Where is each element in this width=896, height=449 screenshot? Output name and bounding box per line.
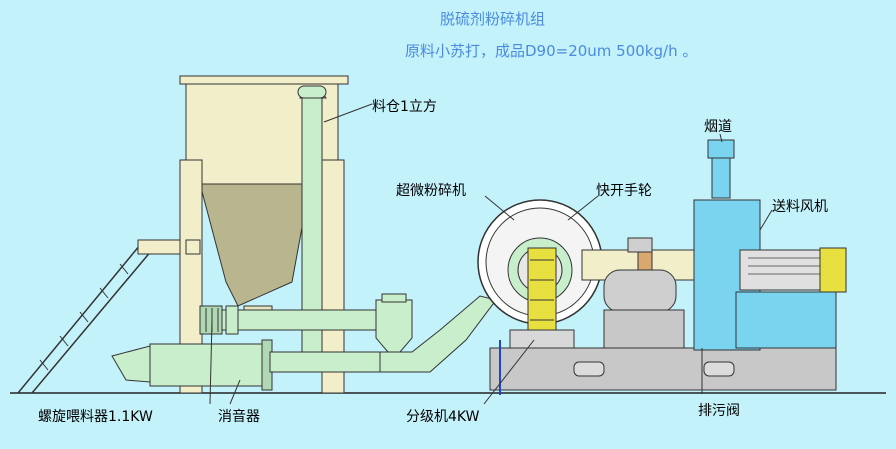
blower <box>693 199 847 351</box>
screw-feeder <box>199 305 401 335</box>
mill <box>477 199 603 349</box>
diagram-title: 脱硫剂粉碎机组 <box>440 10 546 28</box>
label-silencer: 消音器 <box>218 409 260 425</box>
silo <box>179 75 349 394</box>
label-silo: 料仓1立方 <box>372 99 437 115</box>
label-fan: 送料风机 <box>772 199 828 215</box>
diagram-subtitle: 原料小苏打，成品D90=20um 500kg/h 。 <box>405 42 698 60</box>
return-pipe <box>297 85 327 369</box>
label-handwheel: 快开手轮 <box>596 183 652 199</box>
label-screw-feeder: 螺旋喂料器1.1KW <box>38 409 153 425</box>
label-drain-valve: 排污阀 <box>698 403 740 419</box>
mill-motor <box>603 237 685 349</box>
label-flue: 烟道 <box>704 119 732 135</box>
silencer <box>111 339 381 391</box>
label-classifier: 分级机4KW <box>406 409 480 425</box>
leader-lines <box>209 103 773 405</box>
label-mill: 超微粉碎机 <box>396 183 466 199</box>
feed-hopper <box>375 293 497 373</box>
base-skid <box>489 340 837 395</box>
flue <box>707 139 735 199</box>
